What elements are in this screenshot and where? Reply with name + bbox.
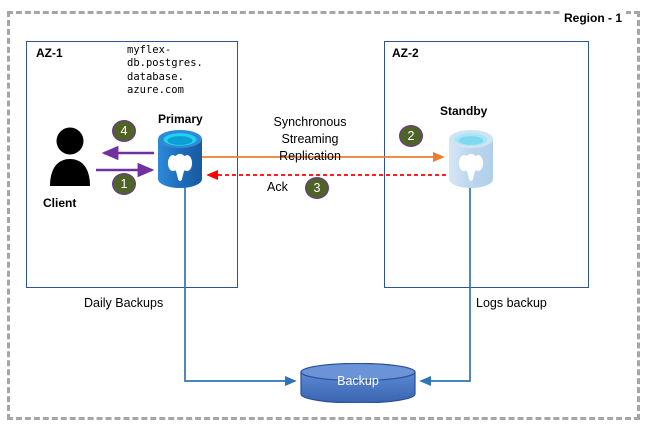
logs-backup-label: Logs backup [476,296,547,310]
client-node [48,126,92,186]
region-boundary [7,11,640,420]
primary-database-node [156,129,204,189]
postgres-database-icon [158,130,202,188]
region-label: Region - 1 [560,10,627,26]
client-label: Client [43,196,77,210]
standby-database-node [447,129,495,189]
cylinder-storage-icon [300,362,416,404]
az1-title: AZ-1 [36,46,63,60]
ack-label: Ack [267,180,288,194]
user-icon [50,127,90,186]
step-badge-2: 2 [399,125,423,147]
postgres-database-icon [449,130,493,188]
step-badge-3: 3 [305,177,329,199]
step-badge-1: 1 [112,173,136,195]
step-badge-4: 4 [112,120,136,142]
daily-backups-label: Daily Backups [84,296,164,310]
endpoint-hostname: myflex- db.postgres. database. azure.com [127,44,203,97]
primary-label: Primary [158,112,203,126]
az2-title: AZ-2 [392,46,419,60]
backup-storage-node [300,362,416,404]
standby-label: Standby [440,104,488,118]
replication-label: Synchronous Streaming Replication [273,115,347,163]
backup-label: Backup [337,374,379,388]
